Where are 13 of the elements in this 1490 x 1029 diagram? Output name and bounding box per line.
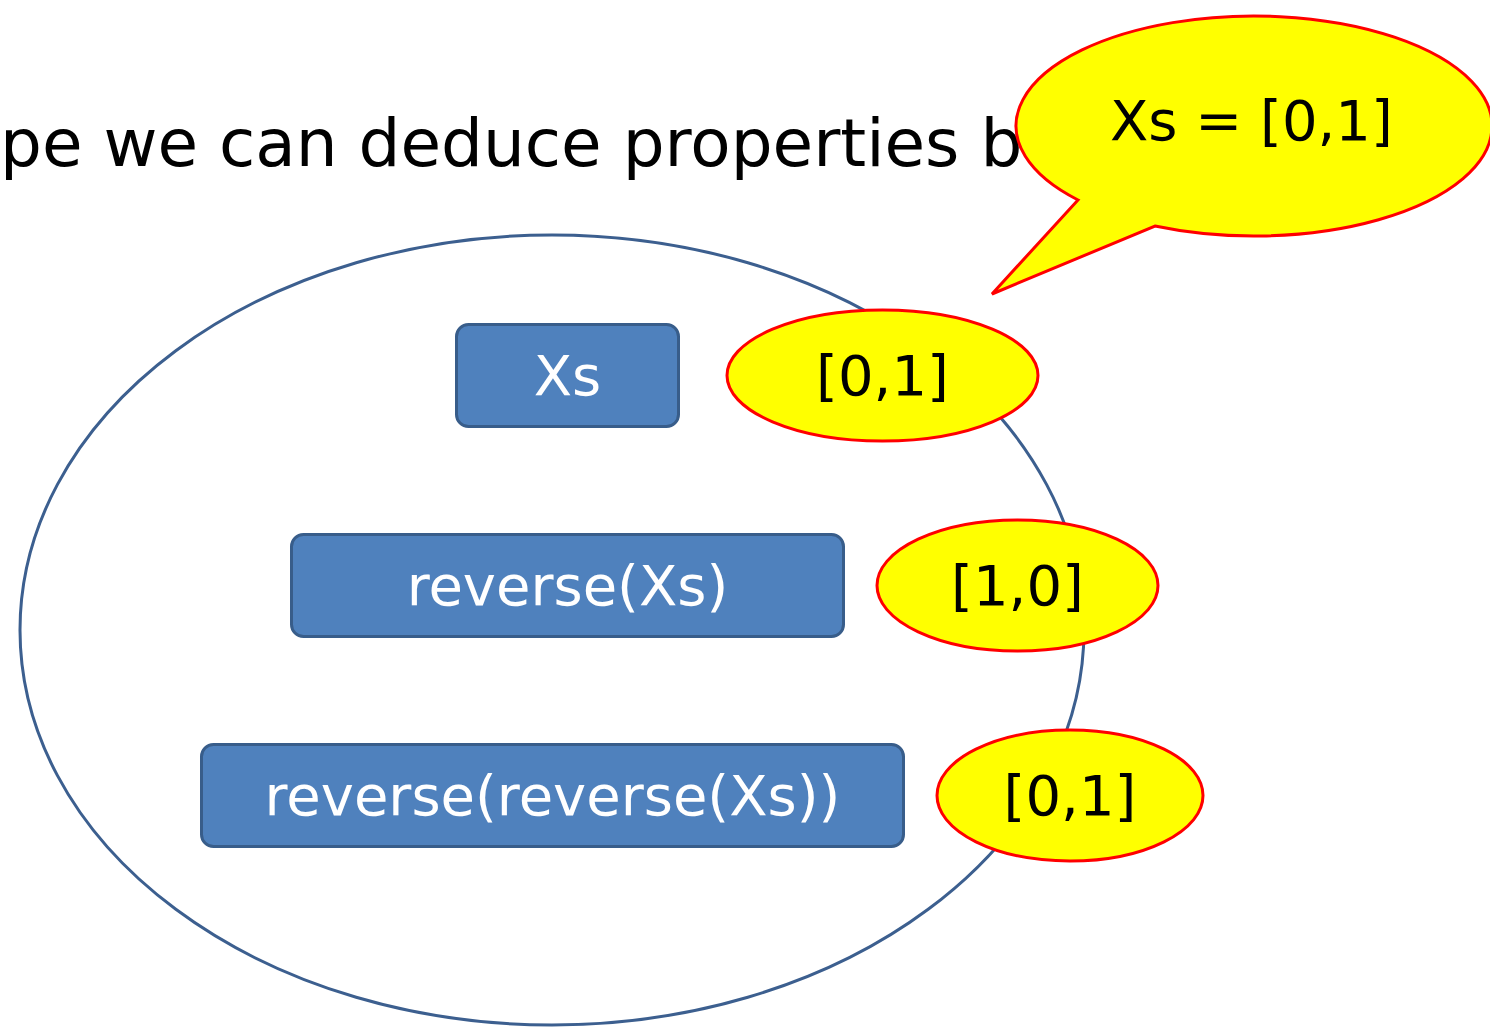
value-ellipse (875, 518, 1160, 653)
expression-box (200, 743, 905, 848)
node-label: Xs (533, 343, 602, 408)
expression-box (290, 533, 845, 638)
node-label: reverse(Xs) (406, 553, 729, 618)
node-label: [0,1] (816, 343, 949, 408)
value-ellipse (935, 728, 1205, 863)
node-label: [1,0] (951, 553, 1084, 618)
node-label: [0,1] (1003, 763, 1137, 828)
expression-box (455, 323, 680, 428)
node-label: Xs = [0,1] (1110, 88, 1393, 153)
node-label: reverse(reverse(Xs)) (264, 763, 841, 828)
title: pe we can deduce properties b (0, 105, 1023, 182)
